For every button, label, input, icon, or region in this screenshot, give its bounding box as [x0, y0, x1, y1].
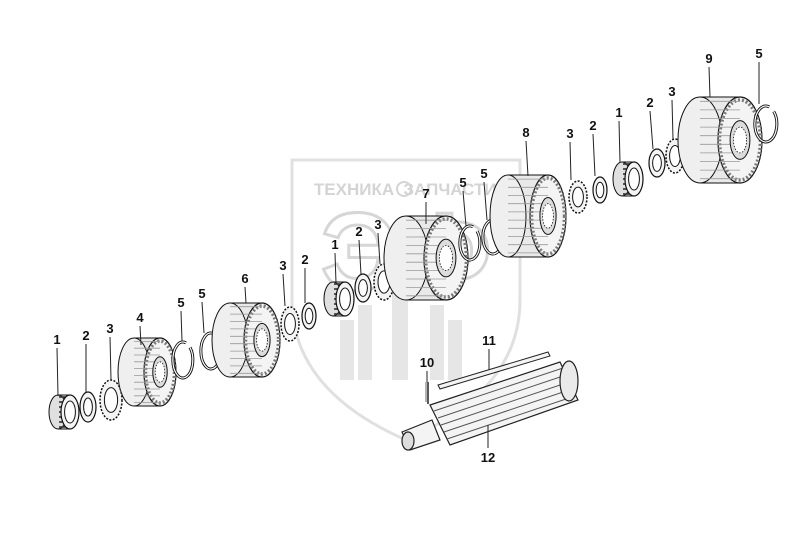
gear-part: [677, 96, 763, 184]
needle-bearing-part: [48, 394, 80, 430]
callout-leader-line: [358, 239, 362, 275]
watermark-text-right: ЗАПЧАСТИ: [403, 180, 496, 199]
callout-leader-line: [618, 120, 621, 163]
washer-part: [301, 302, 317, 330]
gear-part: [117, 337, 177, 407]
callout-leader-line: [569, 141, 572, 181]
washer-part: [79, 391, 97, 423]
gear-part: [383, 215, 469, 301]
callout-label-3: 3: [279, 258, 286, 273]
washer-part: [592, 176, 608, 204]
callout-label-1: 1: [331, 237, 338, 252]
watermark-bar: [392, 290, 408, 380]
callout-leader-line: [671, 99, 674, 140]
callout-leader-line: [462, 190, 467, 227]
splined-shaft-part: [401, 360, 579, 451]
callout-label-1: 1: [615, 105, 622, 120]
callout-label-5: 5: [755, 46, 762, 61]
callout-leader-line: [525, 140, 529, 177]
toothed-washer-part: [280, 306, 300, 342]
callout-leader-line: [56, 347, 59, 397]
callout-leader-line: [708, 66, 711, 98]
callout-label-3: 3: [566, 126, 573, 141]
toothed-washer-part: [568, 180, 588, 214]
callout-label-11: 11: [482, 333, 496, 348]
callout-leader-line: [483, 181, 488, 221]
callout-leader-line: [109, 336, 112, 381]
parts-layer: [401, 351, 579, 451]
callout-label-3: 3: [374, 217, 381, 232]
callout-label-4: 4: [136, 310, 144, 325]
callout-label-5: 5: [480, 166, 487, 181]
callout-label-12: 12: [481, 450, 495, 465]
callout-label-1: 1: [53, 332, 60, 347]
washer-part: [648, 148, 666, 178]
callout-leader-line: [334, 252, 337, 284]
gear-part: [211, 302, 281, 378]
key-rod-part: [437, 351, 551, 390]
callout-label-8: 8: [522, 125, 529, 140]
callout-label-3: 3: [668, 84, 675, 99]
callout-label-7: 7: [422, 186, 429, 201]
callout-leader-line: [377, 232, 381, 265]
callout-label-2: 2: [82, 328, 89, 343]
watermark-bar: [448, 320, 462, 380]
snap-ring-part: [753, 104, 779, 144]
callout-label-2: 2: [355, 224, 362, 239]
needle-bearing-part: [612, 161, 644, 197]
watermark-bar: [430, 305, 444, 380]
callout-label-5: 5: [198, 286, 205, 301]
toothed-washer-part: [99, 379, 123, 421]
callout-leader-line: [139, 325, 142, 346]
callout-leader-line: [592, 133, 596, 177]
watermark-bar: [358, 305, 372, 380]
snap-ring-part: [171, 340, 195, 380]
pin-part: [425, 382, 429, 404]
callout-label-2: 2: [646, 95, 653, 110]
gear-part: [489, 174, 567, 258]
callout-label-6: 6: [241, 271, 248, 286]
washer-part: [354, 273, 372, 303]
callout-label-5: 5: [177, 295, 184, 310]
callout-leader-line: [201, 301, 205, 334]
callout-leader-line: [282, 273, 286, 307]
callout-label-2: 2: [589, 118, 596, 133]
callout-label-3: 3: [106, 321, 113, 336]
needle-bearing-part: [323, 281, 355, 317]
callout-leader-line: [180, 310, 183, 342]
callout-leader-line: [244, 286, 247, 304]
callout-label-5: 5: [459, 175, 466, 190]
callout-label-9: 9: [705, 51, 712, 66]
callout-label-2: 2: [301, 252, 308, 267]
callout-leader-line: [649, 110, 654, 150]
callout-label-10: 10: [420, 355, 434, 370]
snap-ring-part: [458, 224, 482, 262]
watermark-bar: [340, 320, 354, 380]
gear-icon: [396, 181, 412, 197]
watermark-text-left: ТЕХНИКА: [314, 180, 394, 199]
